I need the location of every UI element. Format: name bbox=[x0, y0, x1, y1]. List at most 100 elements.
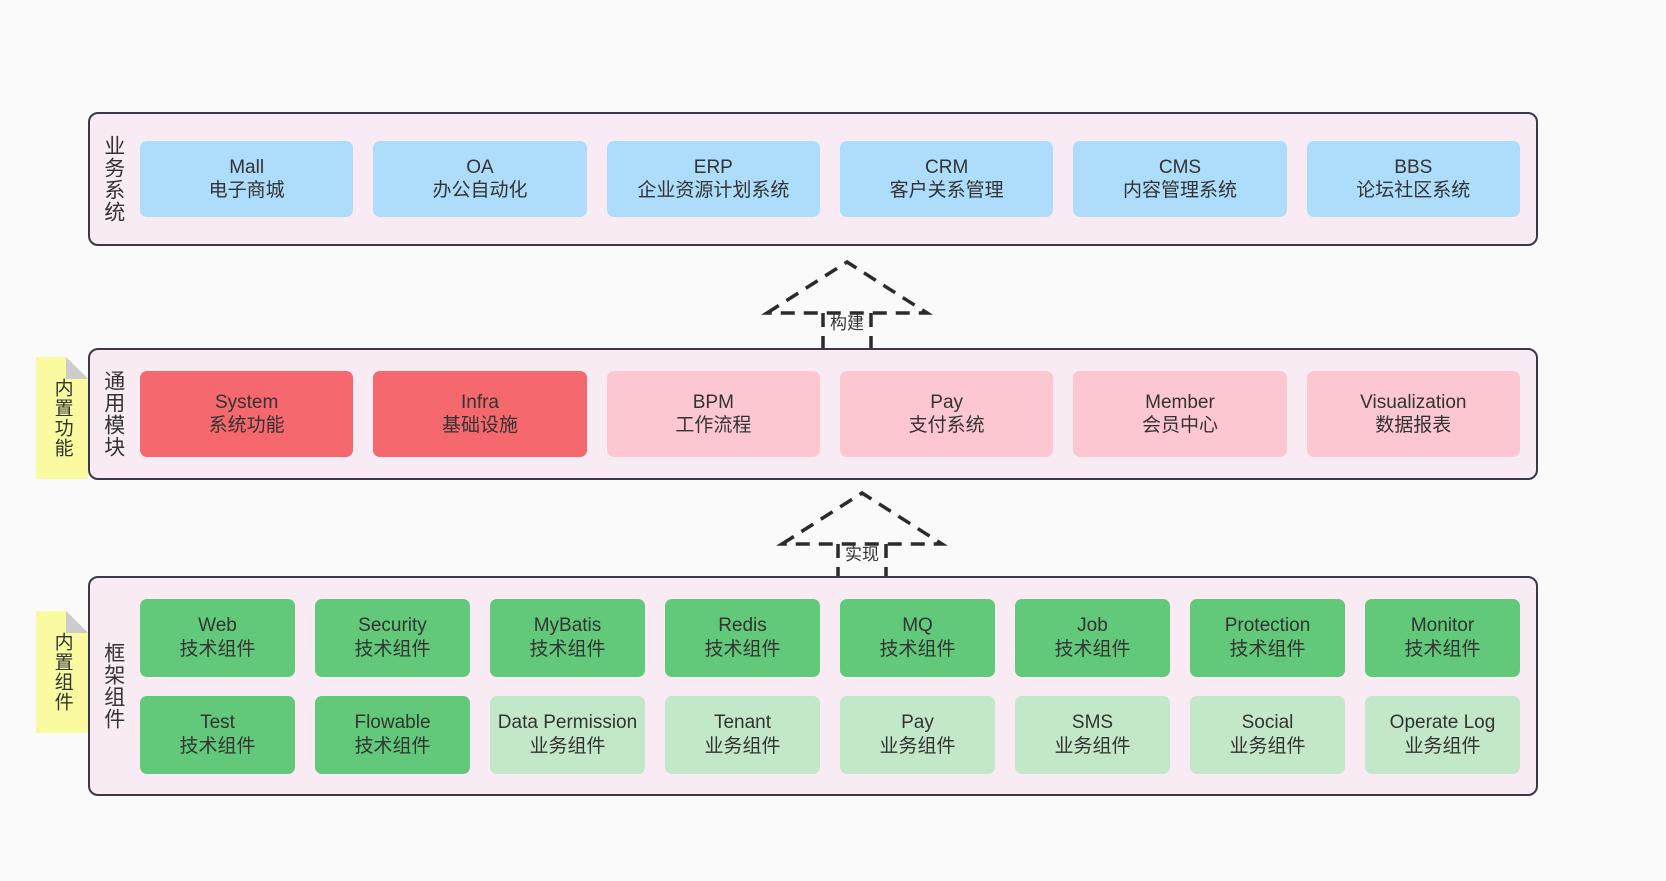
note-builtin-component-label: 内置组件 bbox=[51, 632, 73, 712]
card-crm[interactable]: CRM 客户关系管理 bbox=[839, 141, 1054, 217]
card-web[interactable]: Web 技术组件 bbox=[140, 598, 295, 677]
card-system[interactable]: System 系统功能 bbox=[140, 371, 354, 457]
card-title: Mall bbox=[229, 156, 265, 178]
card-subtitle: 技术组件 bbox=[354, 638, 431, 660]
card-title: Social bbox=[1241, 712, 1294, 734]
card-subtitle: 业务组件 bbox=[529, 735, 606, 757]
card-tenant[interactable]: Tenant 业务组件 bbox=[665, 695, 820, 774]
card-title: Protection bbox=[1224, 615, 1311, 637]
card-subtitle: 企业资源计划系统 bbox=[637, 180, 790, 201]
layer-common-modules: 通用模块 System 系统功能 Infra 基础设施 BPM 工作流程 Pay… bbox=[88, 348, 1538, 480]
layer-business-system: 业务系统 Mall 电子商城 OA 办公自动化 ERP 企业资源计划系统 CRM… bbox=[88, 112, 1538, 246]
card-subtitle: 技术组件 bbox=[879, 638, 956, 660]
arrow-build: 构建 bbox=[757, 258, 937, 362]
card-protection[interactable]: Protection 技术组件 bbox=[1190, 598, 1345, 677]
card-title: Monitor bbox=[1410, 615, 1475, 637]
card-title: Job bbox=[1077, 615, 1108, 637]
card-title: Visualization bbox=[1360, 391, 1467, 413]
card-infra[interactable]: Infra 基础设施 bbox=[373, 371, 587, 457]
framework-tech-row: Web 技术组件 Security 技术组件 MyBatis 技术组件 Redi… bbox=[140, 598, 1520, 677]
card-title: Operate Log bbox=[1389, 712, 1496, 734]
card-operate-log[interactable]: Operate Log 业务组件 bbox=[1365, 695, 1520, 774]
framework-biz-row: Test 技术组件 Flowable 技术组件 Data Permission … bbox=[140, 695, 1520, 774]
card-subtitle: 业务组件 bbox=[704, 735, 781, 757]
card-mybatis[interactable]: MyBatis 技术组件 bbox=[490, 598, 645, 677]
card-subtitle: 客户关系管理 bbox=[889, 180, 1004, 201]
card-subtitle: 技术组件 bbox=[704, 638, 781, 660]
card-monitor[interactable]: Monitor 技术组件 bbox=[1365, 598, 1520, 677]
card-title: Infra bbox=[460, 391, 499, 413]
card-subtitle: 内容管理系统 bbox=[1122, 180, 1237, 201]
note-builtin-component: 内置组件 bbox=[36, 611, 88, 733]
note-builtin-function-label: 内置功能 bbox=[51, 378, 73, 458]
layer-body-framework-components: Web 技术组件 Security 技术组件 MyBatis 技术组件 Redi… bbox=[136, 578, 1536, 794]
card-title: MQ bbox=[902, 615, 933, 637]
card-subtitle: 技术组件 bbox=[179, 638, 256, 660]
card-subtitle: 基础设施 bbox=[441, 415, 518, 436]
card-title: CMS bbox=[1158, 156, 1202, 178]
note-builtin-function: 内置功能 bbox=[36, 357, 88, 479]
card-subtitle: 业务组件 bbox=[879, 735, 956, 757]
card-title: Tenant bbox=[713, 712, 772, 734]
modules-card-row: System 系统功能 Infra 基础设施 BPM 工作流程 Pay 支付系统… bbox=[140, 371, 1520, 457]
card-title: Data Permission bbox=[497, 712, 638, 734]
card-title: BPM bbox=[692, 391, 734, 413]
card-bpm[interactable]: BPM 工作流程 bbox=[606, 371, 820, 457]
card-title: MyBatis bbox=[533, 615, 602, 637]
card-subtitle: 会员中心 bbox=[1141, 415, 1218, 436]
card-subtitle: 论坛社区系统 bbox=[1356, 180, 1471, 201]
card-subtitle: 办公自动化 bbox=[432, 180, 528, 201]
card-test[interactable]: Test 技术组件 bbox=[140, 695, 295, 774]
card-subtitle: 技术组件 bbox=[354, 735, 431, 757]
card-title: Security bbox=[358, 615, 427, 637]
card-title: Pay bbox=[901, 712, 934, 734]
layer-body-common-modules: System 系统功能 Infra 基础设施 BPM 工作流程 Pay 支付系统… bbox=[136, 350, 1536, 478]
card-bbs[interactable]: BBS 论坛社区系统 bbox=[1306, 141, 1520, 217]
card-subtitle: 技术组件 bbox=[1229, 638, 1306, 660]
card-title: Flowable bbox=[354, 712, 431, 734]
layer-title-framework-components: 框架组件 bbox=[101, 642, 125, 730]
card-title: ERP bbox=[693, 156, 733, 178]
card-visualization[interactable]: Visualization 数据报表 bbox=[1306, 371, 1520, 457]
layer-body-business-system: Mall 电子商城 OA 办公自动化 ERP 企业资源计划系统 CRM 客户关系… bbox=[136, 114, 1536, 244]
layer-title-common-modules: 通用模块 bbox=[101, 370, 125, 458]
card-title: Web bbox=[198, 615, 237, 637]
card-cms[interactable]: CMS 内容管理系统 bbox=[1073, 141, 1287, 217]
card-pay-component[interactable]: Pay 业务组件 bbox=[840, 695, 995, 774]
card-title: Test bbox=[200, 712, 235, 734]
card-member[interactable]: Member 会员中心 bbox=[1073, 371, 1287, 457]
card-subtitle: 技术组件 bbox=[179, 735, 256, 757]
card-data-permission[interactable]: Data Permission 业务组件 bbox=[490, 695, 645, 774]
card-title: OA bbox=[466, 156, 494, 178]
business-card-row: Mall 电子商城 OA 办公自动化 ERP 企业资源计划系统 CRM 客户关系… bbox=[140, 141, 1520, 217]
card-subtitle: 技术组件 bbox=[1404, 638, 1481, 660]
card-redis[interactable]: Redis 技术组件 bbox=[665, 598, 820, 677]
card-subtitle: 技术组件 bbox=[1054, 638, 1131, 660]
card-job[interactable]: Job 技术组件 bbox=[1015, 598, 1170, 677]
card-mall[interactable]: Mall 电子商城 bbox=[140, 141, 354, 217]
card-subtitle: 系统功能 bbox=[208, 415, 285, 436]
card-subtitle: 业务组件 bbox=[1054, 735, 1131, 757]
card-title: CRM bbox=[925, 156, 969, 178]
card-subtitle: 电子商城 bbox=[208, 180, 285, 201]
card-flowable[interactable]: Flowable 技术组件 bbox=[315, 695, 470, 774]
card-pay-module[interactable]: Pay 支付系统 bbox=[839, 371, 1054, 457]
card-subtitle: 业务组件 bbox=[1229, 735, 1306, 757]
card-erp[interactable]: ERP 企业资源计划系统 bbox=[606, 141, 820, 217]
card-oa[interactable]: OA 办公自动化 bbox=[373, 141, 587, 217]
card-title: Member bbox=[1145, 391, 1215, 413]
card-social[interactable]: Social 业务组件 bbox=[1190, 695, 1345, 774]
layer-title-business-system: 业务系统 bbox=[101, 135, 125, 223]
card-subtitle: 技术组件 bbox=[529, 638, 606, 660]
card-mq[interactable]: MQ 技术组件 bbox=[840, 598, 995, 677]
layer-framework-components: 框架组件 Web 技术组件 Security 技术组件 MyBatis 技术组件… bbox=[88, 576, 1538, 796]
card-subtitle: 数据报表 bbox=[1375, 415, 1452, 436]
card-subtitle: 业务组件 bbox=[1404, 735, 1481, 757]
card-sms[interactable]: SMS 业务组件 bbox=[1015, 695, 1170, 774]
card-security[interactable]: Security 技术组件 bbox=[315, 598, 470, 677]
card-title: BBS bbox=[1394, 156, 1433, 178]
card-title: System bbox=[214, 391, 279, 413]
card-title: Pay bbox=[930, 391, 964, 413]
card-title: SMS bbox=[1071, 712, 1114, 734]
